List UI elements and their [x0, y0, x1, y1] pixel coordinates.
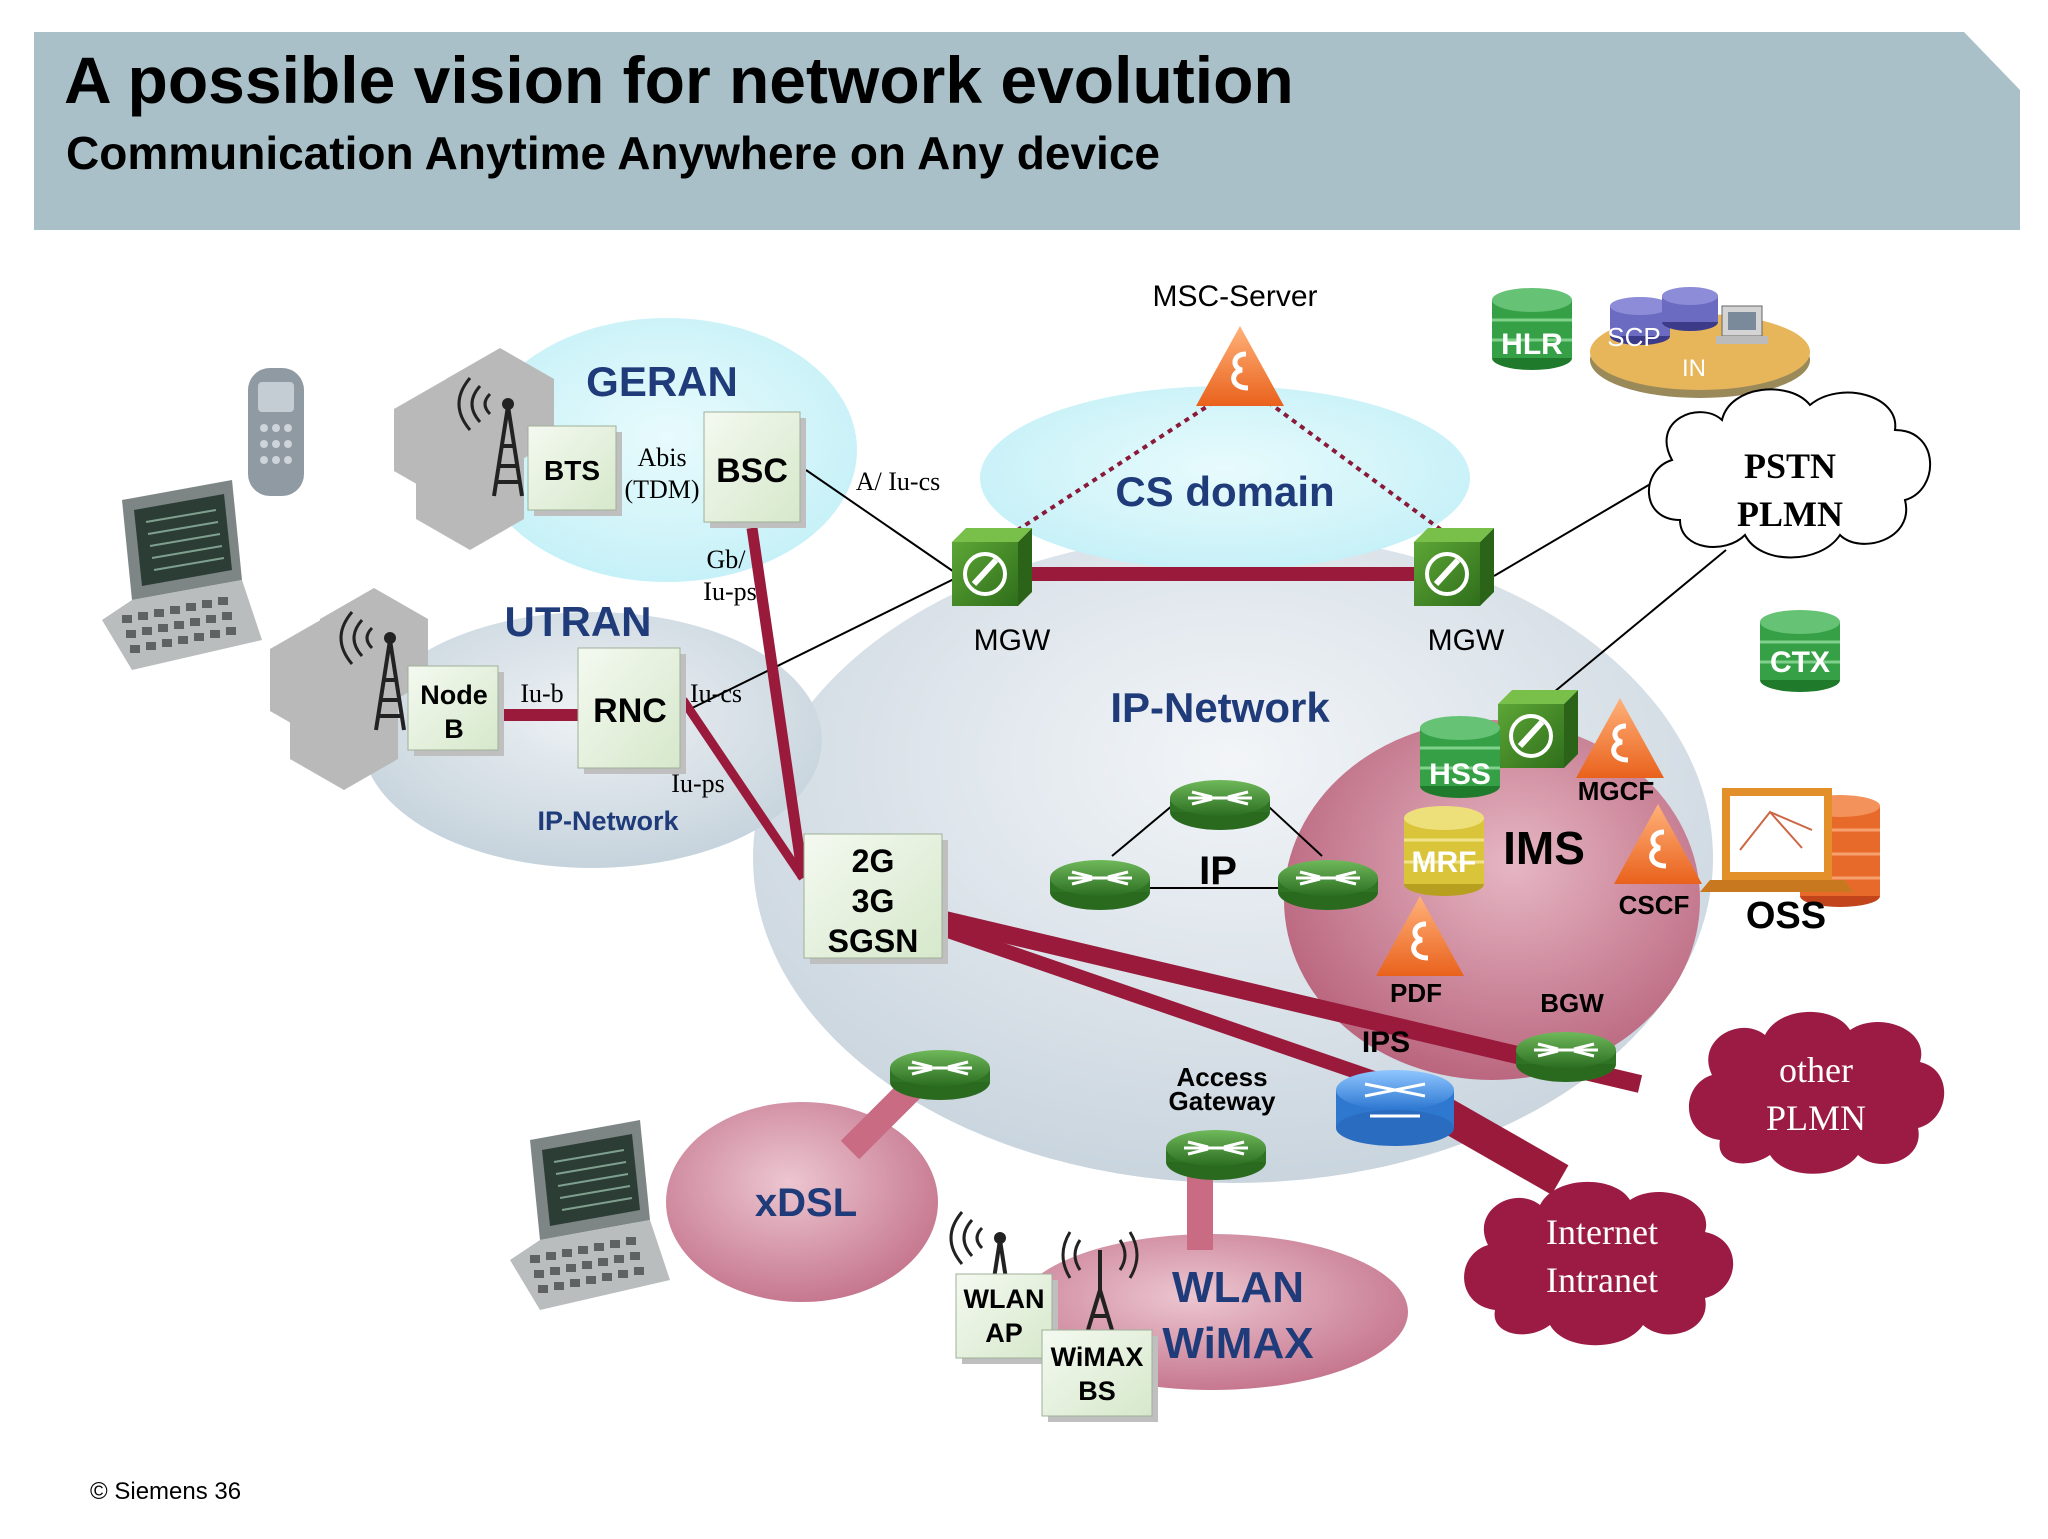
abis-label-line2: (TDM) [624, 475, 699, 504]
node-b-label-line1: Node [420, 680, 488, 710]
bsc-label: BSC [716, 452, 788, 490]
mgw-right-label: MGW [1428, 624, 1505, 657]
wimax-label: WiMAX [1162, 1319, 1313, 1368]
other-plmn-label-line2: PLMN [1766, 1098, 1866, 1138]
node-boxes [407, 411, 1158, 1422]
router-icon-access-gateway [1164, 1128, 1268, 1182]
iucs-label: Iu-cs [690, 679, 742, 708]
header-band [34, 32, 2020, 230]
geran-label: GERAN [586, 358, 738, 405]
cscf-label: CSCF [1619, 890, 1690, 920]
a-iucs-label: A/ Iu-cs [856, 467, 940, 496]
bgw-label: BGW [1540, 988, 1604, 1018]
mrf-database-icon [1404, 806, 1484, 896]
slide-title: A possible vision for network evolution [64, 43, 1294, 117]
router-icon-ip-right [1276, 858, 1380, 912]
mrf-label: MRF [1412, 846, 1477, 879]
other-plmn-label-line1: other [1779, 1050, 1853, 1090]
other-plmn-cloud [1688, 1011, 1945, 1174]
hlr-label: HLR [1501, 328, 1563, 361]
access-gateway-label-line1: Access [1176, 1062, 1267, 1092]
rnc-label: RNC [593, 692, 667, 730]
access-gateway-label-line2: Gateway [1169, 1086, 1276, 1116]
msc-server-icon [1196, 326, 1284, 406]
wimax-bs-label-line1: WiMAX [1051, 1342, 1144, 1372]
utran-ip-network-label: IP-Network [537, 806, 679, 836]
slide-subtitle: Communication Anytime Anywhere on Any de… [66, 127, 1160, 179]
sgsn-label-line1: 2G [852, 843, 895, 879]
msc-dotted-links [1008, 400, 1450, 537]
pstn-label-line2: PLMN [1737, 494, 1843, 534]
laptop-icon-bottom [509, 1119, 671, 1311]
ims-region [1284, 720, 1700, 1080]
internet-intranet-cloud [1464, 1181, 1734, 1346]
router-icon-bgw [1514, 1030, 1618, 1084]
gb-label-line1: Gb/ [707, 545, 747, 574]
wlan-label: WLAN [1172, 1263, 1304, 1312]
ips-router-icon [1336, 1070, 1454, 1146]
ip-network-label: IP-Network [1110, 684, 1330, 731]
in-label: IN [1682, 355, 1706, 382]
cs-domain-region [980, 386, 1470, 570]
msc-server-label: MSC-Server [1152, 280, 1317, 313]
router-icon-ip-left [1048, 858, 1152, 912]
router-icon-ip-top [1168, 778, 1272, 832]
laptop-icon-top [101, 479, 263, 671]
hss-label: HSS [1429, 758, 1491, 791]
mgw-left-label: MGW [974, 624, 1051, 657]
mgw-left-icon [952, 528, 1032, 606]
mgcf-gateway-icon [1498, 690, 1578, 768]
wimax-antenna-icon [1061, 1231, 1139, 1331]
pstn-label-line1: PSTN [1744, 446, 1836, 486]
bts-label: BTS [544, 455, 600, 486]
mobile-phone-icon [248, 368, 304, 496]
mgcf-label: MGCF [1578, 776, 1655, 806]
sgsn-label-line2: 3G [852, 883, 895, 919]
pdf-label: PDF [1390, 978, 1442, 1008]
scp-label: SCP [1607, 322, 1660, 352]
wimax-bs-label-line2: BS [1078, 1376, 1116, 1406]
xdsl-label: xDSL [755, 1181, 857, 1225]
xdsl-region [666, 1102, 938, 1302]
ip-label: IP [1199, 849, 1237, 893]
gb-label-line2: Iu-ps [703, 577, 756, 606]
wlan-ap-label-line1: WLAN [964, 1284, 1045, 1314]
node-b-label-line2: B [444, 714, 464, 744]
oss-console-icon [1700, 788, 1880, 907]
footer-copyright: © Siemens 36 [90, 1478, 242, 1505]
ims-label: IMS [1503, 822, 1585, 874]
mgw-right-icon [1414, 528, 1494, 606]
ctx-label: CTX [1770, 646, 1830, 679]
in-platform-icon [1590, 287, 1810, 398]
internet-label-line1: Internet [1546, 1212, 1658, 1252]
iups-label: Iu-ps [671, 769, 724, 798]
pstn-plmn-cloud [1648, 388, 1931, 559]
oss-label: OSS [1746, 895, 1826, 937]
iub-label: Iu-b [520, 679, 563, 708]
utran-label: UTRAN [505, 598, 652, 645]
internet-label-line2: Intranet [1546, 1260, 1658, 1300]
wlan-ap-label-line2: AP [985, 1318, 1023, 1348]
abis-label-line1: Abis [637, 443, 686, 472]
router-icon-xdsl [888, 1048, 992, 1102]
sgsn-label-line3: SGSN [828, 923, 919, 959]
ips-label: IPS [1362, 1026, 1410, 1059]
cs-domain-label: CS domain [1115, 468, 1334, 515]
